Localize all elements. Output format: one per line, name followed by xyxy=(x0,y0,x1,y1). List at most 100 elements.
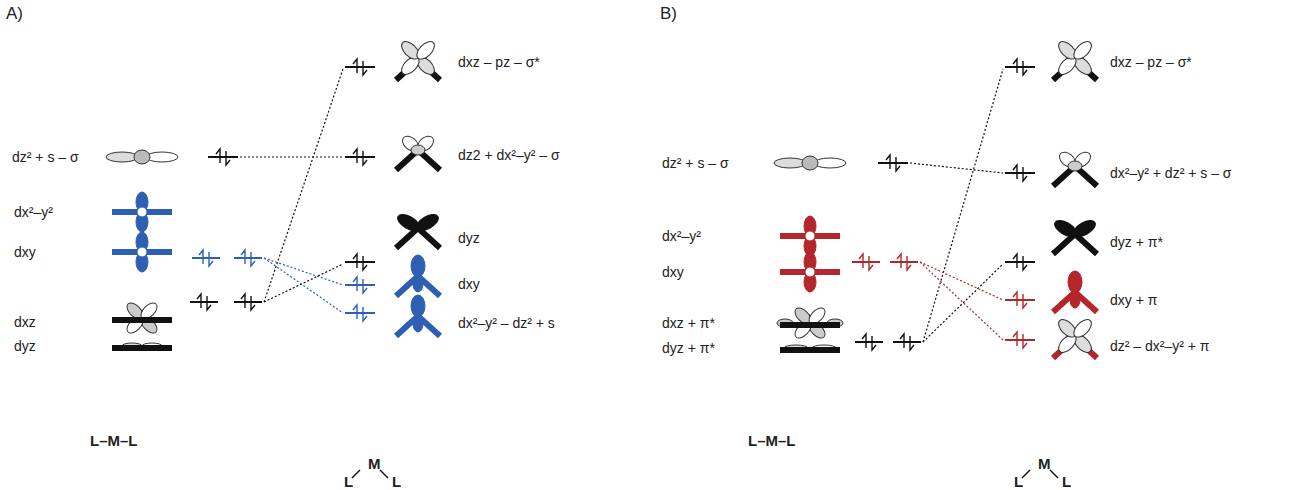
orbital-lobe xyxy=(814,158,846,168)
bent-ligands xyxy=(396,316,440,336)
correlation-line xyxy=(264,264,343,302)
orbital-lobe xyxy=(802,156,818,170)
orbital-label: dxz – pz – σ* xyxy=(1110,54,1192,70)
orbital-lobe xyxy=(413,316,423,332)
orbital-label: dxz xyxy=(14,314,36,330)
orbital-label: dyz + π* xyxy=(662,340,715,356)
ligand-bar xyxy=(112,317,172,323)
energy-level xyxy=(1005,261,1035,263)
orbital-label: dxy + π xyxy=(1110,292,1157,308)
geometry-label: L–M–L xyxy=(748,432,796,449)
orbital-label: dx²–y² – dz² + s xyxy=(458,315,555,331)
electron-pair xyxy=(1013,254,1027,270)
energy-level xyxy=(345,284,375,286)
correlation-line xyxy=(920,262,1003,340)
orbital-label: dx²–y² xyxy=(662,228,701,244)
electron-pair xyxy=(353,254,367,270)
orbital-label: dyz + π* xyxy=(1110,234,1163,250)
orbital-node xyxy=(137,207,147,217)
orbital-label: dx²–y² xyxy=(14,204,53,220)
orbital-label: dz2 + dx²–y² – σ xyxy=(458,147,560,163)
panel-label: B) xyxy=(660,4,677,24)
geometry-label: L xyxy=(1014,472,1023,489)
orbital-label: dz² + s – σ xyxy=(662,155,729,171)
electron-pair xyxy=(886,155,900,171)
energy-level xyxy=(890,261,918,263)
bond-line xyxy=(352,470,360,478)
electron-pair xyxy=(897,254,911,270)
bent-ligands xyxy=(1053,292,1097,312)
energy-level xyxy=(855,341,883,343)
orbital-label: dz² – dx²–y² + π xyxy=(1110,338,1210,354)
orbital-label: dx²–y² + dz² + s – σ xyxy=(1110,165,1231,181)
orbital-label: dxy xyxy=(14,244,36,260)
electron-pair xyxy=(1013,59,1027,75)
orbital-lobe xyxy=(134,150,150,164)
electron-pair xyxy=(197,294,211,310)
electron-pair xyxy=(353,149,367,165)
electron-pair xyxy=(862,334,876,350)
orbital-label: dxy xyxy=(458,276,480,292)
orbital-lobe xyxy=(774,158,806,168)
orbital-art xyxy=(106,38,1098,478)
electron-pair xyxy=(199,250,213,266)
orbital-lobe xyxy=(1070,292,1080,308)
electron-pair xyxy=(1013,165,1027,181)
energy-level xyxy=(1005,299,1035,301)
geometry-label: M xyxy=(368,455,381,472)
orbital-lobe xyxy=(106,152,138,162)
electron-pair xyxy=(900,334,914,350)
geometry-label: L xyxy=(1062,472,1071,489)
bond-line xyxy=(1022,470,1030,478)
geometry-label: L xyxy=(392,472,401,489)
orbital-lobe xyxy=(1068,271,1082,293)
energy-level xyxy=(852,261,880,263)
bent-ligands xyxy=(1053,234,1097,254)
electron-pair xyxy=(216,149,230,165)
orbital-node xyxy=(805,231,815,241)
orbital-lobe xyxy=(146,152,178,162)
orbital-lobe xyxy=(1071,38,1095,62)
bond-line xyxy=(380,470,388,478)
orbital-node xyxy=(805,267,815,277)
orbital-label: dyz xyxy=(14,338,36,354)
orbital-lobe xyxy=(1071,217,1098,239)
energy-level xyxy=(208,156,238,158)
correlation-line xyxy=(264,258,343,285)
energy-level xyxy=(234,301,262,303)
electron-pair xyxy=(241,294,255,310)
energy-level xyxy=(345,156,375,158)
orbital-label: dxy xyxy=(662,264,684,280)
energy-level xyxy=(878,162,908,164)
correlation-line xyxy=(923,69,1003,342)
energy-level xyxy=(190,301,218,303)
ligand-bar xyxy=(780,347,840,353)
geometry-label: M xyxy=(1038,455,1051,472)
ligand-bar xyxy=(780,322,840,328)
electron-pair xyxy=(1013,332,1027,348)
orbital-label: dyz xyxy=(458,230,480,246)
bond-line xyxy=(1050,470,1058,478)
bent-ligands xyxy=(396,228,440,248)
orbital-lobe xyxy=(411,295,425,317)
orbital-node xyxy=(137,247,147,257)
electron-pair xyxy=(1013,292,1027,308)
orbital-lobe xyxy=(1068,161,1082,171)
electron-pair xyxy=(353,277,367,293)
energy-level xyxy=(192,257,220,259)
orbital-lobe xyxy=(1071,316,1095,340)
geometry-label: L–M–L xyxy=(90,432,138,449)
electron-pair xyxy=(859,254,873,270)
energy-level xyxy=(893,341,921,343)
energy-level xyxy=(1005,172,1035,174)
orbital-lobe xyxy=(411,145,425,155)
correlation-line xyxy=(264,69,343,302)
electron-pair xyxy=(241,250,255,266)
orbital-label: dxz – pz – σ* xyxy=(458,54,540,70)
energy-level xyxy=(1005,66,1035,68)
orbital-lobe xyxy=(414,211,441,233)
correlation-line xyxy=(910,163,1003,173)
orbital-label: dz² + s – σ xyxy=(12,149,79,165)
